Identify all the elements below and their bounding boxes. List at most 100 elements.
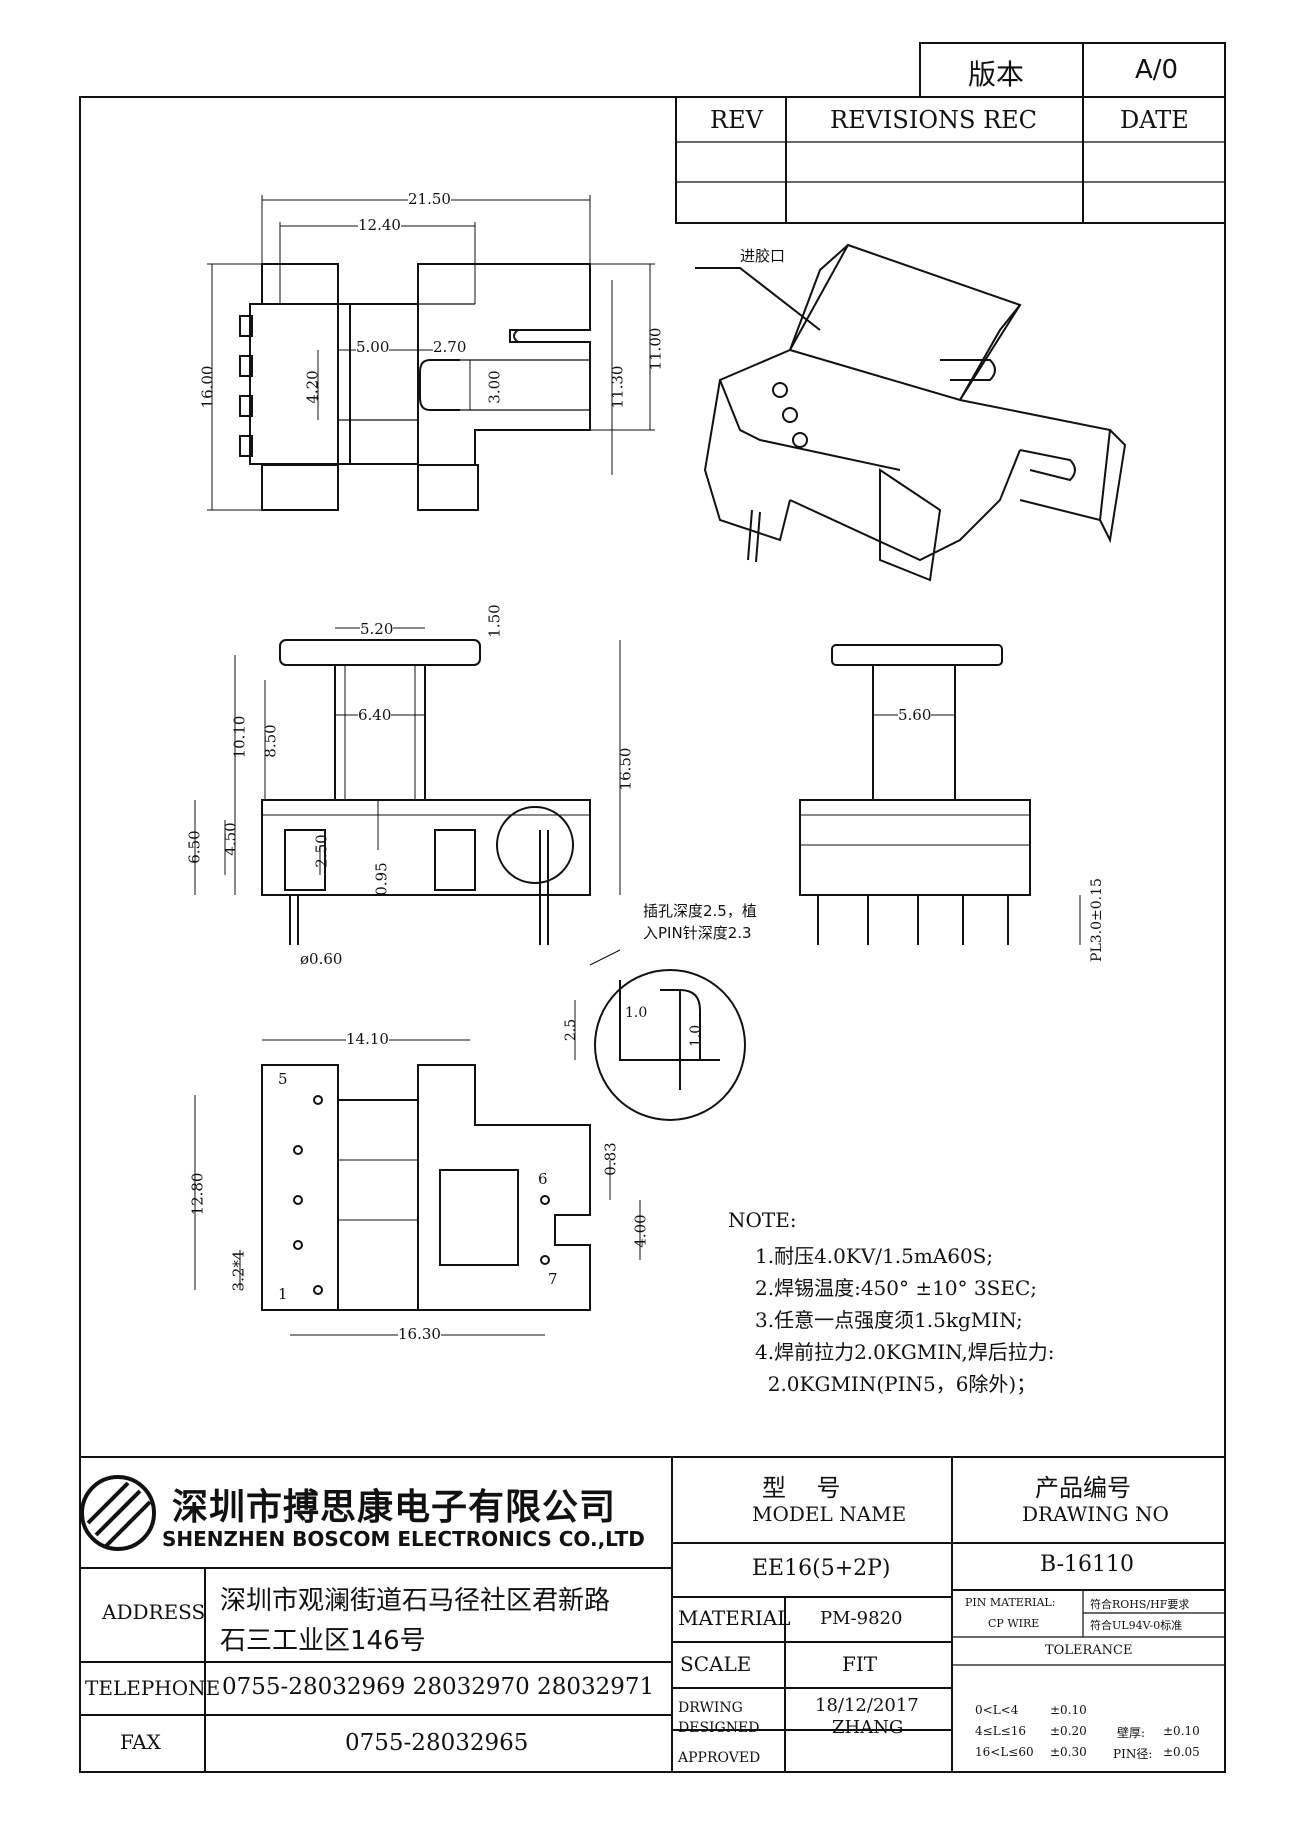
approved-label: APPROVED — [678, 1750, 761, 1766]
tol-range-3: 16<L≤60 — [975, 1745, 1034, 1759]
tolerance-label: TOLERANCE — [1045, 1643, 1133, 1658]
dim-top-9: 11.00 — [646, 327, 665, 371]
pin-label-7: 7 — [548, 1270, 558, 1288]
top-view — [239, 263, 591, 511]
pin-material-label: PIN MATERIAL: — [965, 1596, 1056, 1609]
dim-front-3: 6.40 — [358, 706, 392, 724]
dim-detail-2: 1.0 — [625, 1005, 648, 1021]
dim-top-2: 12.40 — [358, 216, 401, 234]
dim-front-10: 0.95 — [372, 862, 391, 896]
dim-top-7: 16.00 — [198, 365, 217, 409]
dim-front-8: 4.50 — [221, 822, 240, 856]
designed-value: ZHANG — [832, 1717, 904, 1738]
pin-dia-value: ±0.05 — [1163, 1745, 1200, 1759]
detail-note-2: 入PIN针深度2.3 — [643, 924, 752, 942]
fax-label: FAX — [120, 1730, 161, 1754]
scale-value: FIT — [842, 1652, 878, 1676]
address-label: ADDRESS — [102, 1600, 206, 1624]
tol-range-1: 0<L<4 — [975, 1703, 1019, 1717]
dim-detail-3: 1.0 — [688, 1024, 705, 1048]
dim-bottom-4: 0.83 — [601, 1142, 620, 1176]
front-view-dims — [194, 627, 621, 895]
note-3: 3.任意一点强度须1.5kgMIN; — [755, 1308, 1023, 1332]
fax-value: 0755-28032965 — [345, 1730, 529, 1756]
note-4: 4.焊前拉力2.0KGMIN,焊后拉力: — [755, 1340, 1055, 1364]
dim-side-2: PL3.0±0.15 — [1088, 878, 1105, 962]
dim-top-5: 4.20 — [303, 370, 322, 404]
address-line-1: 深圳市观澜街道石马径社区君新路 — [220, 1586, 611, 1616]
dim-front-5: 8.50 — [261, 724, 280, 758]
dim-front-2: 1.50 — [485, 604, 504, 638]
material-value: PM-9820 — [820, 1608, 903, 1629]
pin-dia-label: PIN径: — [1113, 1747, 1153, 1761]
dim-detail-1: 2.5 — [563, 1018, 580, 1042]
material-label: MATERIAL — [678, 1606, 791, 1630]
dim-front-9: 2.50 — [312, 834, 331, 868]
revision-table — [675, 96, 1226, 224]
address-line-2: 石三工业区146号 — [220, 1626, 426, 1656]
date-label: DATE — [1120, 106, 1189, 134]
note-5: 2.0KGMIN(PIN5，6除外)； — [755, 1372, 1037, 1396]
top-view-dims — [207, 195, 655, 511]
notes-title: NOTE: — [728, 1208, 797, 1232]
bottom-view — [261, 1064, 591, 1311]
side-view — [799, 644, 1081, 945]
drwing-label: DRWING — [678, 1700, 743, 1716]
pin-label-1: 1 — [278, 1285, 288, 1303]
version-value: A/0 — [1135, 55, 1179, 85]
dim-front-7: 6.50 — [185, 830, 204, 864]
drawing-no-label-cn: 产品编号 — [1035, 1474, 1131, 1502]
scale-label: SCALE — [680, 1652, 752, 1676]
iso-view — [695, 243, 1127, 582]
model-label-cn: 型 号 — [762, 1474, 841, 1502]
dim-top-1: 21.50 — [408, 190, 451, 208]
dim-front-11: ø0.60 — [300, 950, 343, 968]
pin-material-value: 符合ROHS/HF要求 — [1090, 1598, 1190, 1611]
dim-top-6: 3.00 — [485, 370, 504, 404]
designed-label: DESIGNED — [678, 1720, 760, 1736]
pin-label-6: 6 — [538, 1170, 548, 1188]
dim-side-1: 5.60 — [898, 706, 932, 724]
telephone-label: TELEPHONE — [85, 1676, 221, 1700]
dim-bottom-5: 4.00 — [631, 1214, 650, 1248]
company-name-en: SHENZHEN BOSCOM ELECTRONICS CO.,LTD — [162, 1527, 645, 1551]
dim-bottom-2: 12.80 — [188, 1172, 207, 1216]
note-1: 1.耐压4.0KV/1.5mA60S; — [755, 1244, 994, 1268]
dim-bottom-1: 14.10 — [346, 1030, 389, 1048]
tol-value-2: ±0.20 — [1050, 1724, 1087, 1738]
dim-top-3: 5.00 — [356, 338, 390, 356]
note-2: 2.焊锡温度:450° ±10° 3SEC; — [755, 1276, 1037, 1300]
telephone-value: 0755-28032969 28032970 28032971 — [222, 1674, 655, 1700]
cp-wire-value: 符合UL94V-0标准 — [1090, 1619, 1183, 1632]
version-label: 版本 — [968, 58, 1025, 91]
dim-front-1: 5.20 — [360, 620, 394, 638]
version-box — [919, 42, 1226, 98]
cp-wire-label: CP WIRE — [988, 1617, 1040, 1630]
dim-bottom-3: 3.2*4 — [229, 1250, 248, 1292]
iso-callout: 进胶口 — [740, 247, 786, 265]
drawing-border — [79, 96, 1226, 1773]
dim-front-4: 10.10 — [230, 715, 249, 759]
tol-value-1: ±0.10 — [1050, 1703, 1087, 1717]
drwing-value: 18/12/2017 — [815, 1695, 919, 1716]
company-name-cn: 深圳市搏思康电子有限公司 — [172, 1487, 617, 1528]
model-label-en: MODEL NAME — [752, 1502, 907, 1526]
tol-range-2: 4≤L≤16 — [975, 1724, 1026, 1738]
dim-bottom-6: 16.30 — [398, 1325, 441, 1343]
rev-label: REV — [710, 106, 763, 134]
dim-top-8: 11.30 — [608, 365, 627, 409]
wall-value: ±0.10 — [1163, 1724, 1200, 1738]
drawing-no-label-en: DRAWING NO — [1022, 1502, 1169, 1526]
model-value: EE16(5+2P) — [752, 1556, 891, 1581]
revisions-label: REVISIONS REC — [830, 106, 1038, 134]
detail-note-1: 插孔深度2.5，植 — [643, 902, 757, 920]
front-view — [261, 639, 591, 945]
drawing-no-value: B-16110 — [1040, 1552, 1134, 1577]
dim-top-4: 2.70 — [433, 338, 467, 356]
dim-front-6: 16.50 — [616, 747, 635, 791]
pin-label-5: 5 — [278, 1070, 288, 1088]
wall-label: 壁厚: — [1117, 1726, 1146, 1740]
detail-view — [574, 949, 746, 1121]
tol-value-3: ±0.30 — [1050, 1745, 1087, 1759]
